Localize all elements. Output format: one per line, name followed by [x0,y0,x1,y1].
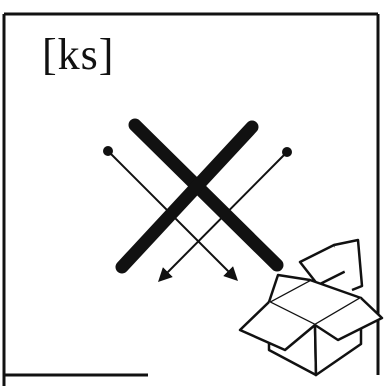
open-box-icon [0,0,389,386]
picture-card: [ks] [0,0,389,386]
